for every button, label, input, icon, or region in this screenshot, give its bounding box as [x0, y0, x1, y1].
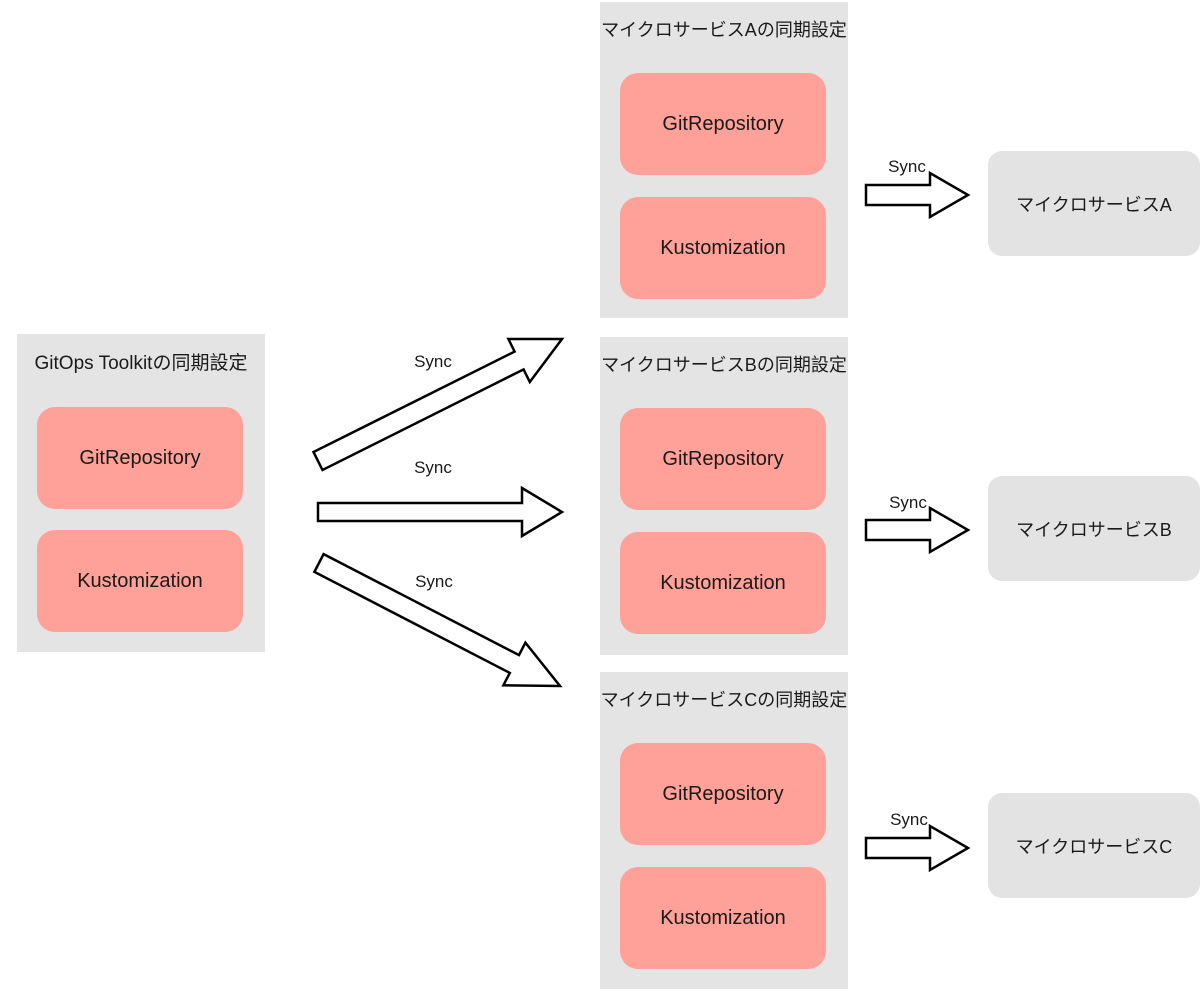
microservice-b-box: マイクロサービスB	[988, 476, 1200, 581]
sync-arrow-toolkit-to-c	[312, 552, 563, 688]
sync-label-b-to-target: Sync	[889, 493, 927, 512]
kustomization-node: Kustomization	[620, 197, 826, 299]
sync-arrow-b-to-target	[864, 505, 971, 555]
microservice-a-sync-group-title: マイクロサービスAの同期設定	[601, 20, 847, 40]
sync-label-c-to-target: Sync	[890, 810, 928, 829]
sync-arrow-toolkit-to-b	[316, 485, 565, 539]
sync-label-toolkit-to-c: Sync	[415, 572, 453, 591]
gitrepository-node: GitRepository	[620, 73, 826, 175]
gitrepository-node: GitRepository	[37, 407, 243, 509]
microservice-b-sync-group-title: マイクロサービスBの同期設定	[601, 355, 847, 375]
kustomization-node: Kustomization	[620, 867, 826, 969]
sync-label-a-to-target: Sync	[888, 157, 926, 176]
microservice-a-sync-group: マイクロサービスAの同期設定 GitRepository Kustomizati…	[600, 2, 848, 318]
gitops-toolkit-group: GitOps Toolkitの同期設定 GitRepository Kustom…	[17, 334, 265, 652]
microservice-c-sync-group: マイクロサービスCの同期設定 GitRepository Kustomizati…	[600, 672, 848, 989]
kustomization-node: Kustomization	[620, 532, 826, 634]
sync-arrow-toolkit-to-a	[311, 337, 565, 472]
gitops-toolkit-group-title: GitOps Toolkitの同期設定	[34, 353, 248, 374]
microservice-c-sync-group-title: マイクロサービスCの同期設定	[600, 690, 848, 710]
microservice-b-sync-group: マイクロサービスBの同期設定 GitRepository Kustomizati…	[600, 337, 848, 655]
gitrepository-node: GitRepository	[620, 408, 826, 510]
sync-label-toolkit-to-a: Sync	[414, 352, 452, 371]
sync-label-toolkit-to-b: Sync	[414, 458, 452, 477]
microservice-a-box: マイクロサービスA	[988, 151, 1200, 256]
sync-arrow-a-to-target	[864, 170, 971, 220]
gitrepository-node: GitRepository	[620, 743, 826, 845]
sync-arrow-c-to-target	[864, 823, 971, 873]
microservice-c-box: マイクロサービスC	[988, 793, 1200, 898]
kustomization-node: Kustomization	[37, 530, 243, 632]
